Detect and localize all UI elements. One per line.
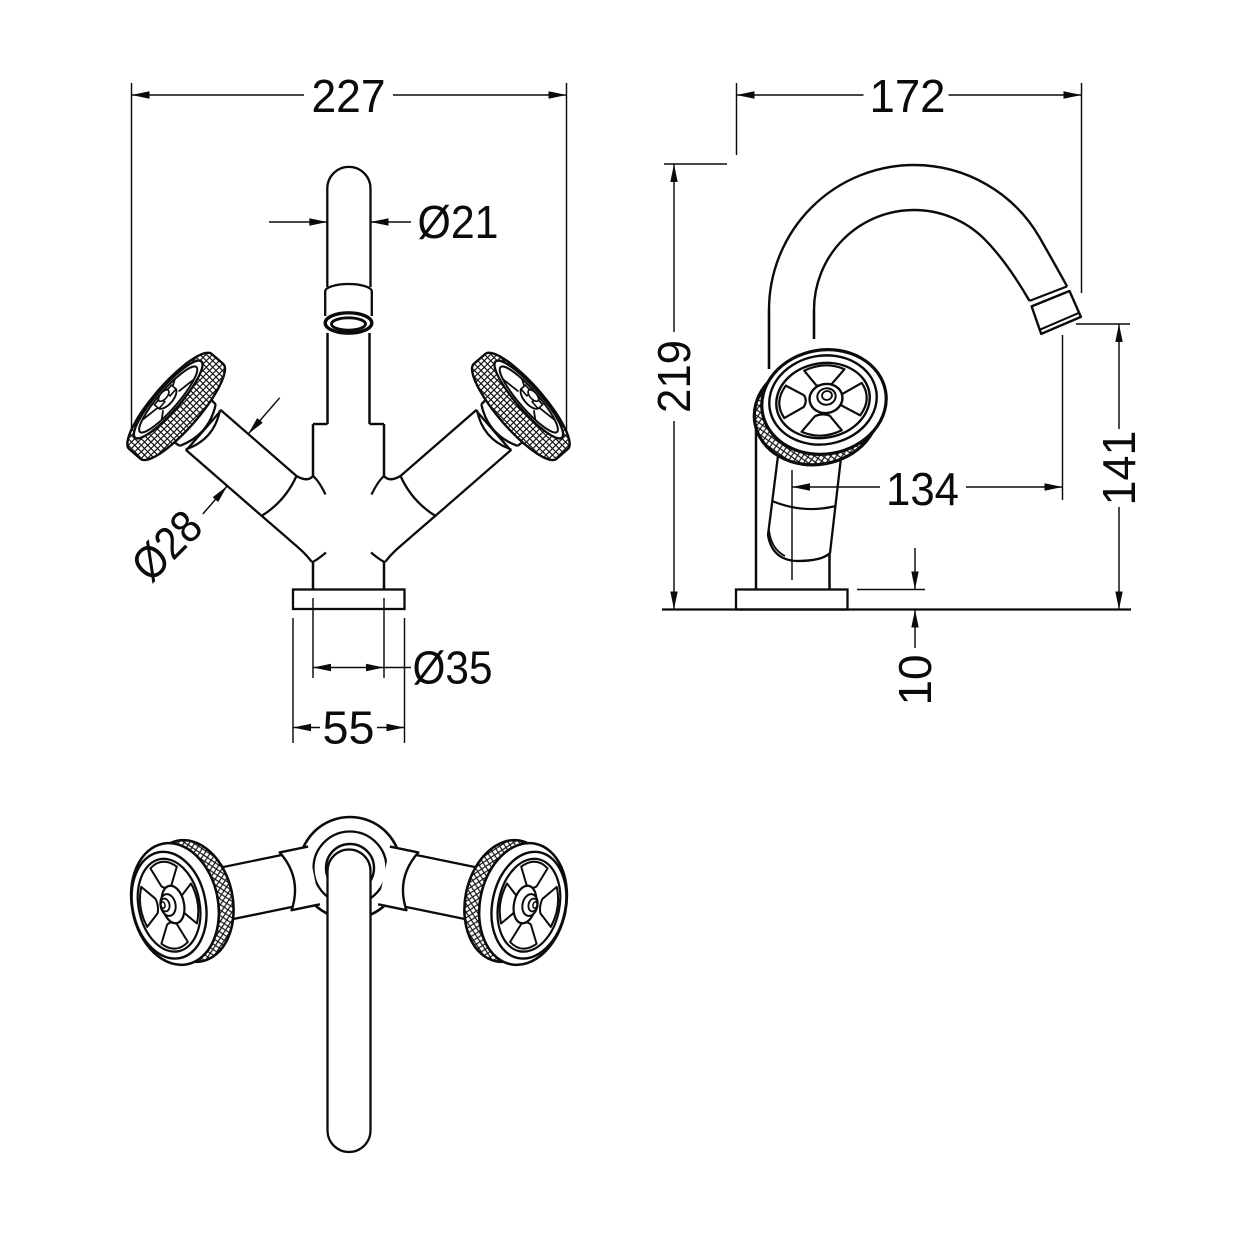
svg-text:10: 10 (889, 655, 941, 706)
svg-text:227: 227 (312, 70, 386, 122)
svg-text:Ø21: Ø21 (418, 196, 499, 248)
svg-text:134: 134 (886, 463, 959, 515)
svg-text:55: 55 (323, 702, 375, 754)
svg-text:Ø35: Ø35 (413, 642, 493, 694)
svg-text:219: 219 (648, 340, 700, 413)
svg-text:141: 141 (1093, 431, 1145, 506)
svg-text:172: 172 (870, 70, 946, 122)
